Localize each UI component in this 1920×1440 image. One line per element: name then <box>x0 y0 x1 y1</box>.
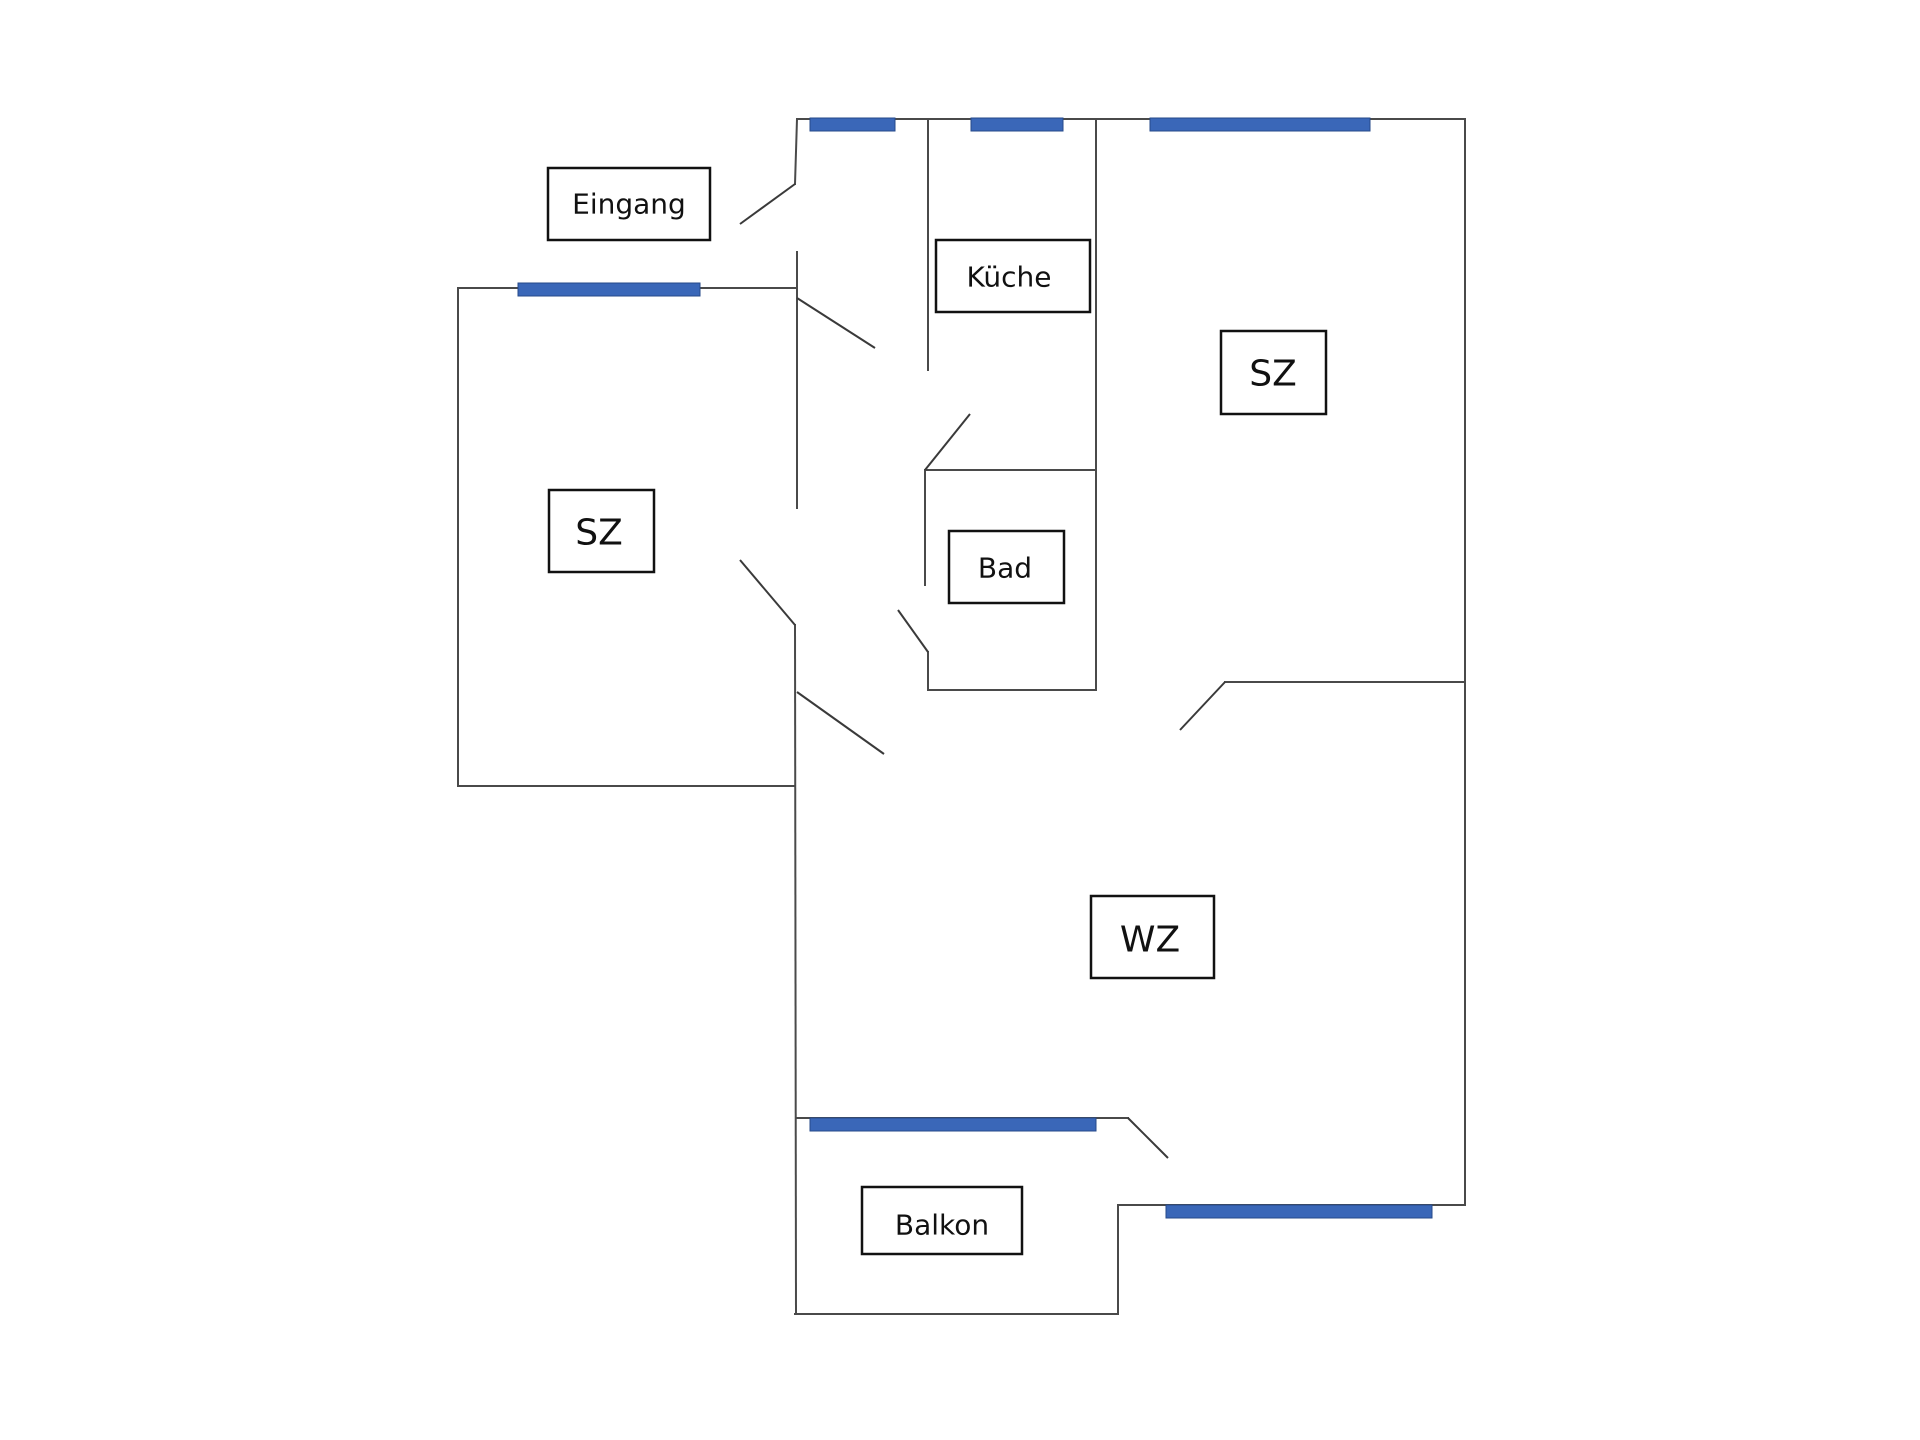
window-left-bedroom <box>517 282 701 297</box>
window-living-room <box>1165 1204 1433 1219</box>
room-label-bedroom-right-text: SZ <box>1249 354 1297 395</box>
room-label-kitchen: Küche <box>934 238 1092 314</box>
room-label-bedroom-left-box <box>547 488 656 574</box>
room-label-bathroom-box <box>947 529 1066 605</box>
window-entrance <box>809 117 896 132</box>
room-label-bedroom-left-text: SZ <box>575 513 623 554</box>
room-label-bathroom: Bad <box>947 529 1066 605</box>
room-label-balcony-box <box>860 1185 1024 1256</box>
door-entrance <box>739 183 796 225</box>
door-left-bedroom <box>739 559 796 626</box>
wall-corridor-left-lower <box>793 623 798 1316</box>
room-label-balcony: Balkon <box>860 1185 1024 1256</box>
wall-entrance-top <box>793 117 799 186</box>
door-balcony <box>1127 1117 1169 1159</box>
room-label-balcony-text: Balkon <box>895 1209 989 1242</box>
door-bath-upper <box>924 413 971 471</box>
doors <box>739 183 1226 1159</box>
window-kitchen <box>970 117 1064 132</box>
room-label-entrance-text: Eingang <box>572 188 686 221</box>
room-label-kitchen-text: Küche <box>966 261 1051 294</box>
walls <box>457 117 1466 1316</box>
window-right-bedroom <box>1149 117 1371 132</box>
room-label-bathroom-text: Bad <box>978 552 1032 585</box>
door-kitchen <box>796 297 876 349</box>
room-label-living-room-box <box>1089 894 1216 980</box>
room-label-living-room-text: WZ <box>1120 920 1180 961</box>
windows <box>517 117 1433 1219</box>
room-label-bedroom-right-box <box>1219 329 1328 416</box>
room-label-bedroom-right: SZ <box>1219 329 1328 416</box>
window-balcony <box>809 1117 1097 1132</box>
room-label-entrance-box <box>546 166 712 242</box>
door-right-bedroom <box>1179 681 1226 731</box>
door-living-room <box>796 691 885 755</box>
door-bath-lower <box>897 609 929 653</box>
room-label-entrance: Eingang <box>546 166 712 242</box>
room-label-kitchen-box <box>934 238 1092 314</box>
room-label-bedroom-left: SZ <box>547 488 656 574</box>
room-label-living-room: WZ <box>1089 894 1216 980</box>
